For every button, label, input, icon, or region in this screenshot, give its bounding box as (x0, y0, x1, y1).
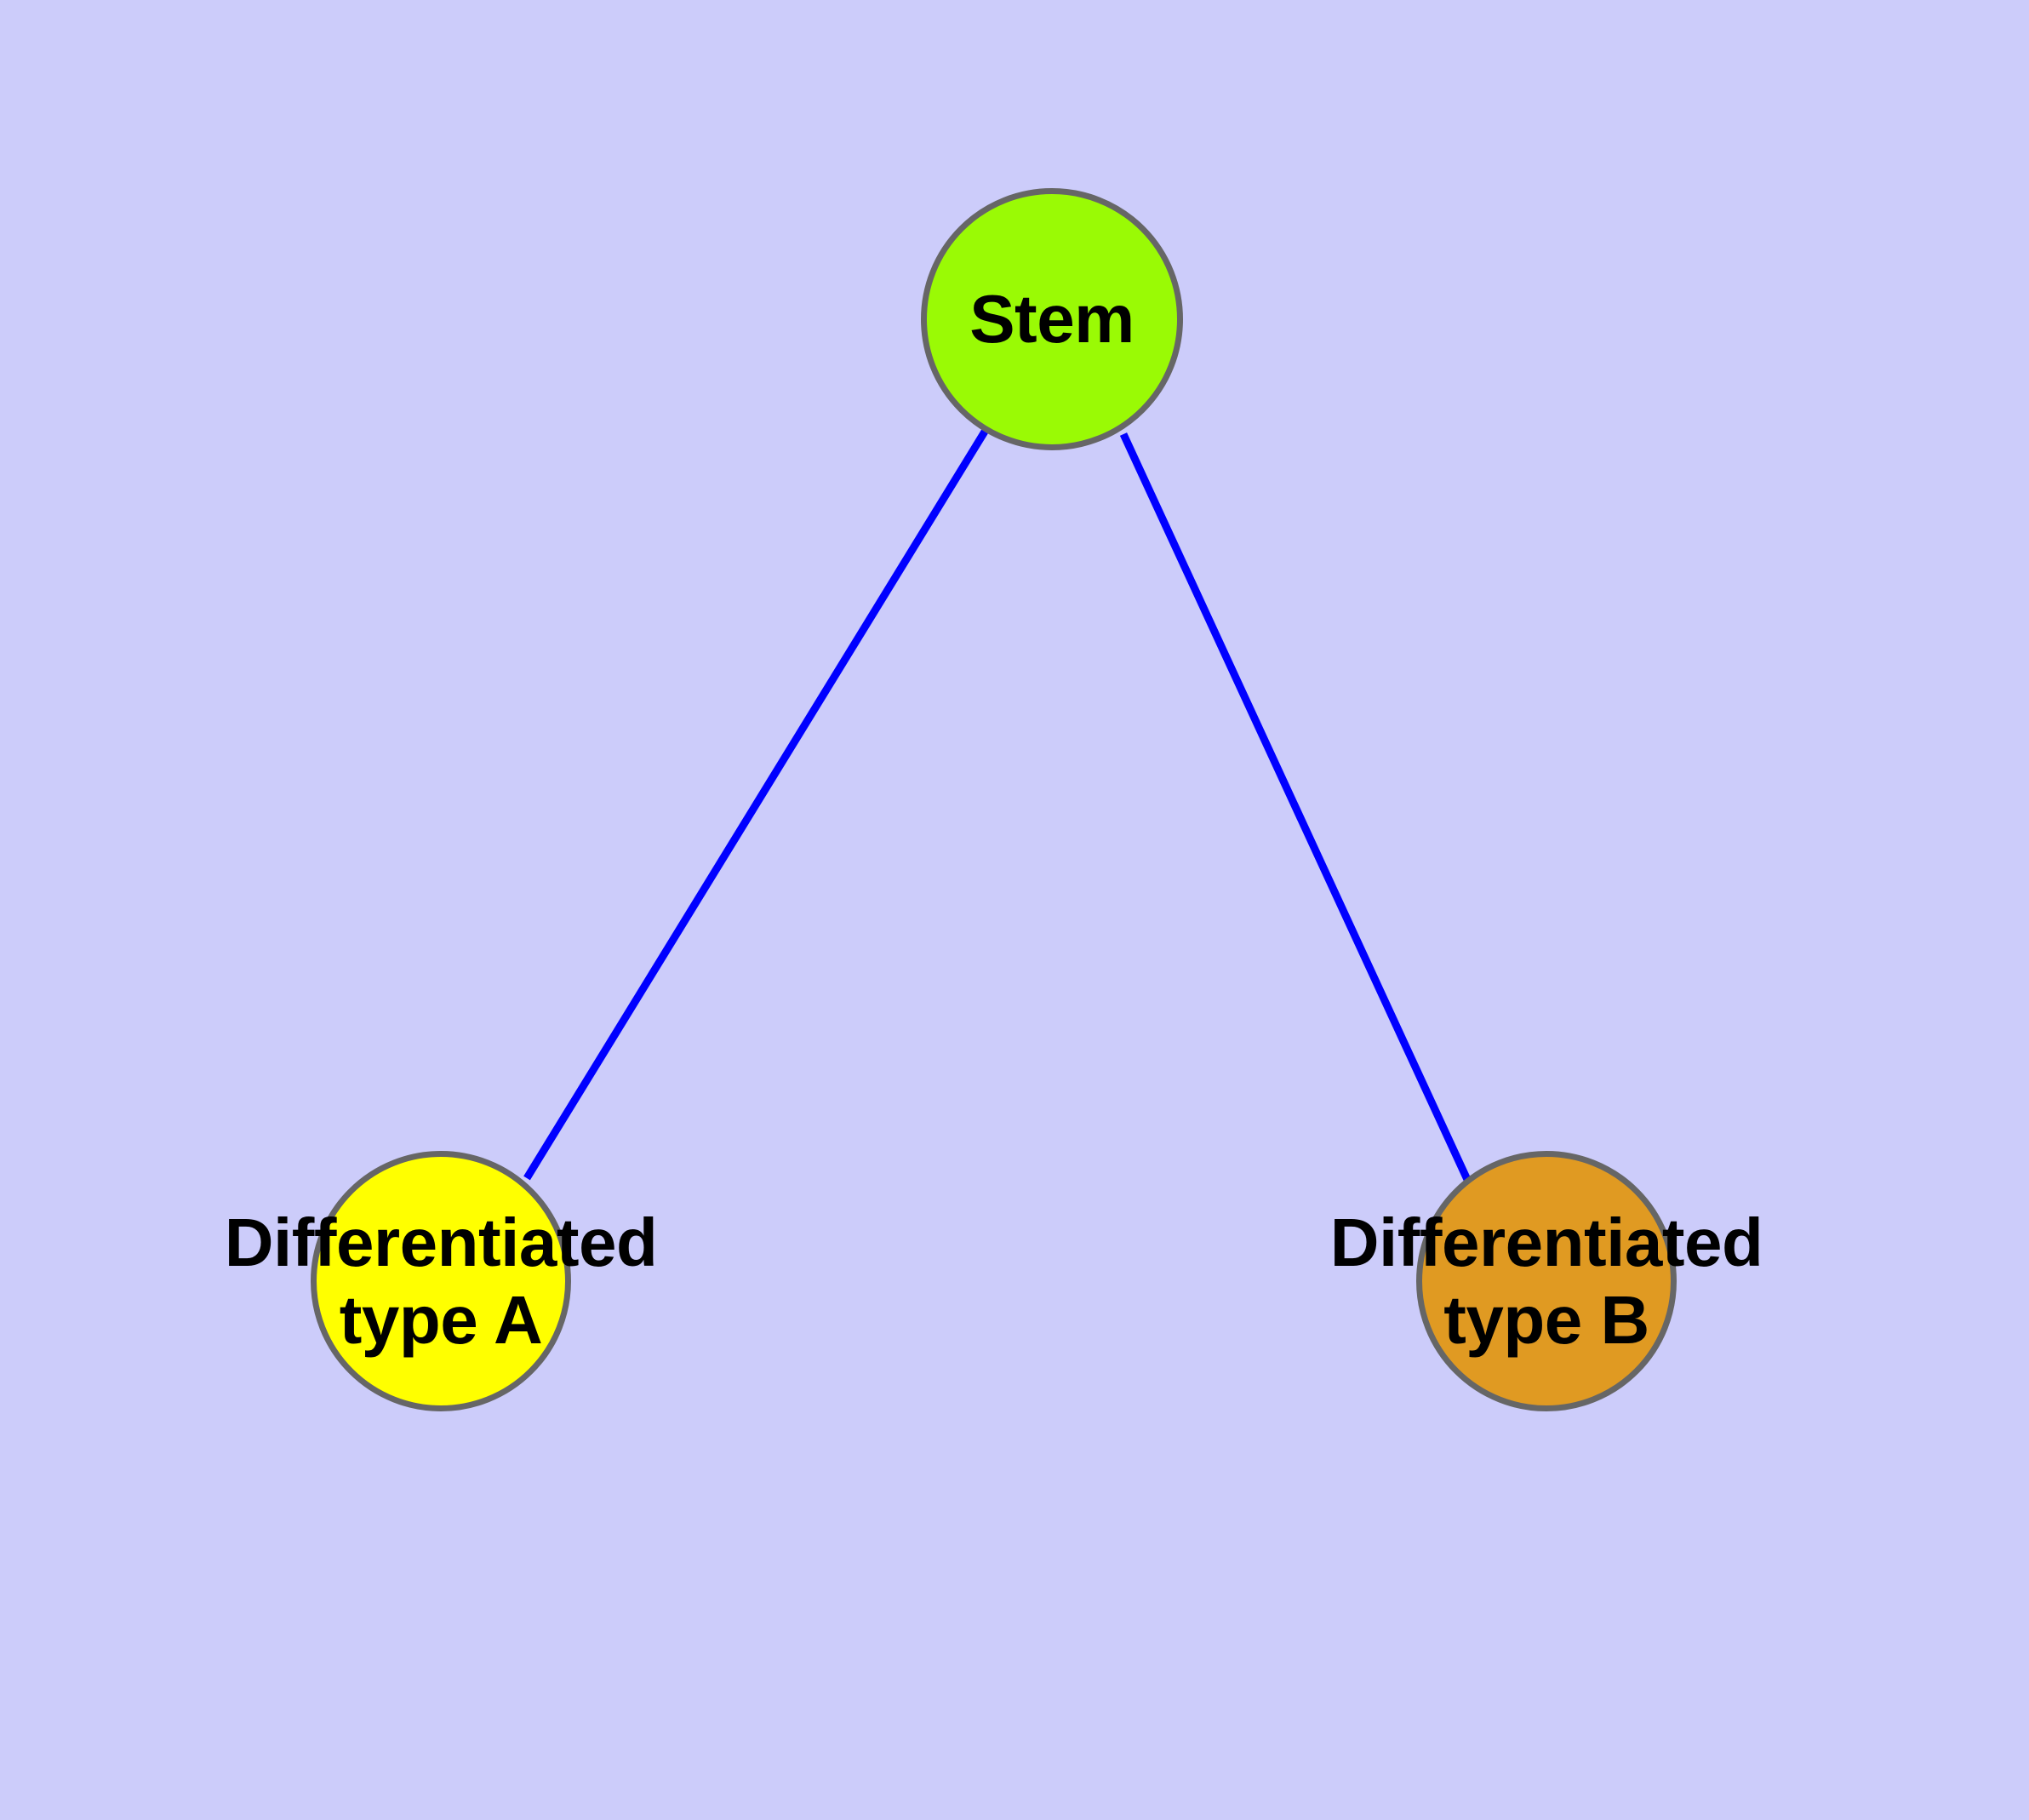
node-differentiated-type-a[interactable] (311, 1151, 571, 1411)
node-stem[interactable] (921, 188, 1183, 450)
edge-stem-to-differentiated-type-a (523, 429, 988, 1181)
node-differentiated-type-b[interactable] (1416, 1151, 1677, 1411)
node-stem-circle (921, 188, 1183, 450)
node-differentiated-type-b-circle (1416, 1151, 1677, 1411)
edge-stem-to-differentiated-type-b (1119, 432, 1473, 1185)
node-differentiated-type-a-circle (311, 1151, 571, 1411)
